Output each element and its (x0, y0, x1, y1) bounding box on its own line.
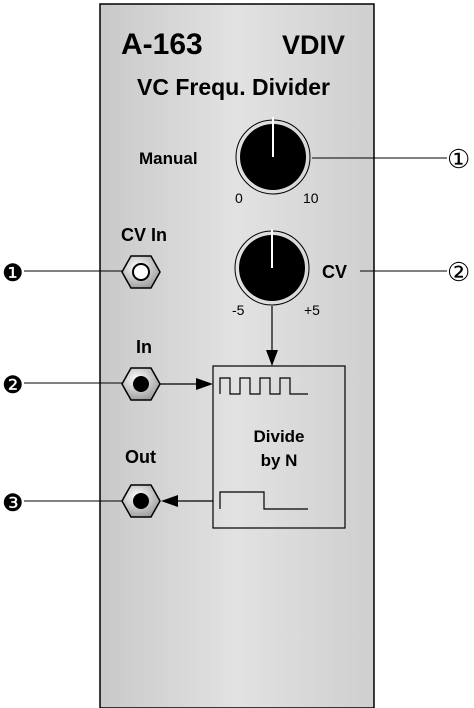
manual-label: Manual (139, 149, 198, 168)
in-label: In (136, 337, 152, 357)
cv-knob[interactable] (234, 229, 310, 306)
out-jack[interactable] (121, 484, 161, 518)
out-callout-number: ❸ (2, 490, 24, 517)
cv-min-label: -5 (232, 302, 245, 318)
input-pulse-waveform (219, 377, 308, 395)
divider-block (212, 365, 346, 529)
cv-max-label: +5 (304, 302, 320, 318)
out-label: Out (125, 447, 156, 467)
block-to-out-arrowhead (161, 495, 178, 507)
divide-text-line2: by N (261, 451, 298, 470)
divide-text-line1: Divide (253, 427, 304, 446)
in-to-block-arrowhead (196, 378, 213, 390)
manual-knob[interactable] (235, 117, 311, 195)
in-jack[interactable] (121, 367, 161, 401)
cv-in-label: CV In (121, 225, 167, 245)
manual-min-label: 0 (235, 190, 243, 206)
output-pulse-waveform (219, 491, 308, 510)
cv-label: CV (322, 262, 347, 282)
in-callout-number: ❷ (2, 372, 24, 399)
cv-in-jack[interactable] (121, 255, 161, 289)
front-panel (99, 3, 375, 708)
cv-in-callout-number: ❶ (2, 260, 24, 287)
module-number: A-163 (121, 28, 203, 61)
module-name: VC Frequ. Divider (137, 74, 330, 100)
module-code: VDIV (282, 30, 345, 60)
cv-to-block-arrowhead (266, 350, 278, 366)
manual-max-label: 10 (303, 190, 319, 206)
manual-callout-number: ① (447, 144, 470, 174)
cv-callout-number: ② (447, 257, 470, 287)
